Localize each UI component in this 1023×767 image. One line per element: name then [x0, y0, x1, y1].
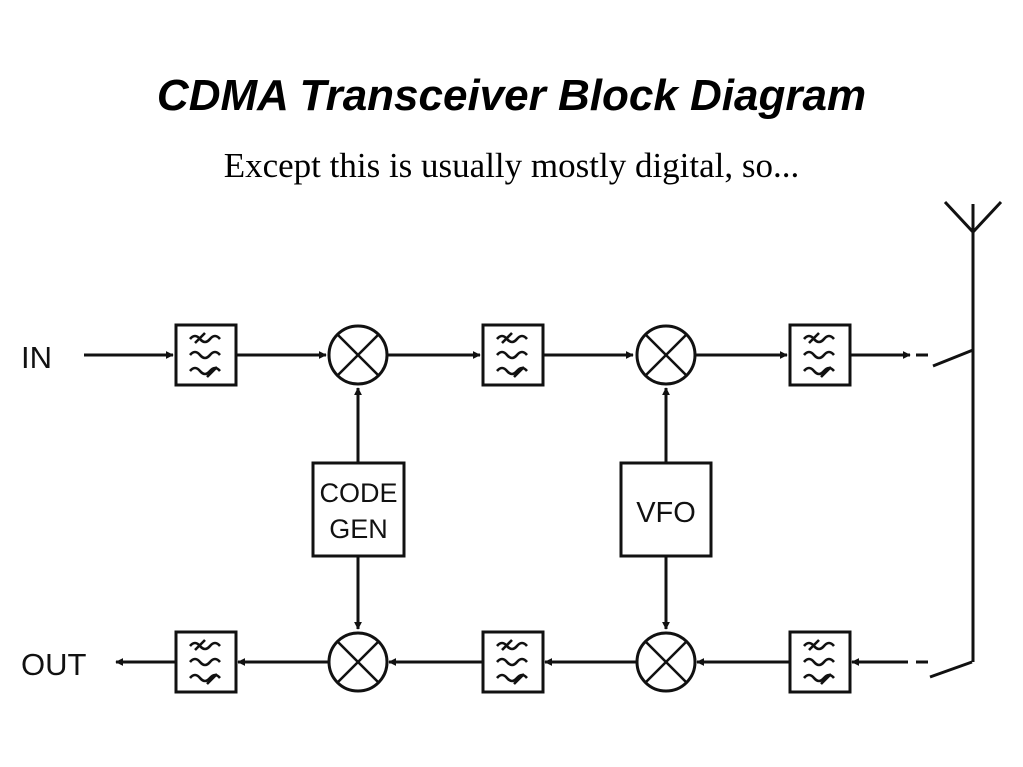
- code-gen-label-line2: GEN: [329, 514, 388, 544]
- rx-filter-1: [788, 630, 852, 694]
- rx-filter-2: [481, 630, 545, 694]
- tx-filter-1: [174, 323, 238, 387]
- tx-filter-2: [481, 323, 545, 387]
- slide-title: CDMA Transceiver Block Diagram: [156, 71, 867, 120]
- vfo-label: VFO: [636, 497, 696, 529]
- output-label: OUT: [21, 647, 87, 682]
- input-label: IN: [21, 340, 52, 375]
- rx-filter-3: [174, 630, 238, 694]
- tx-mixer-1: [327, 324, 389, 386]
- antenna-icon: [943, 200, 1003, 235]
- rx-mixer-2: [327, 631, 389, 693]
- tx-filter-3: [788, 323, 852, 387]
- rx-mixer-1: [635, 631, 697, 693]
- code-gen-label-line1: CODE: [319, 478, 397, 508]
- slide-subtitle: Except this is usually mostly digital, s…: [223, 146, 800, 185]
- tx-mixer-2: [635, 324, 697, 386]
